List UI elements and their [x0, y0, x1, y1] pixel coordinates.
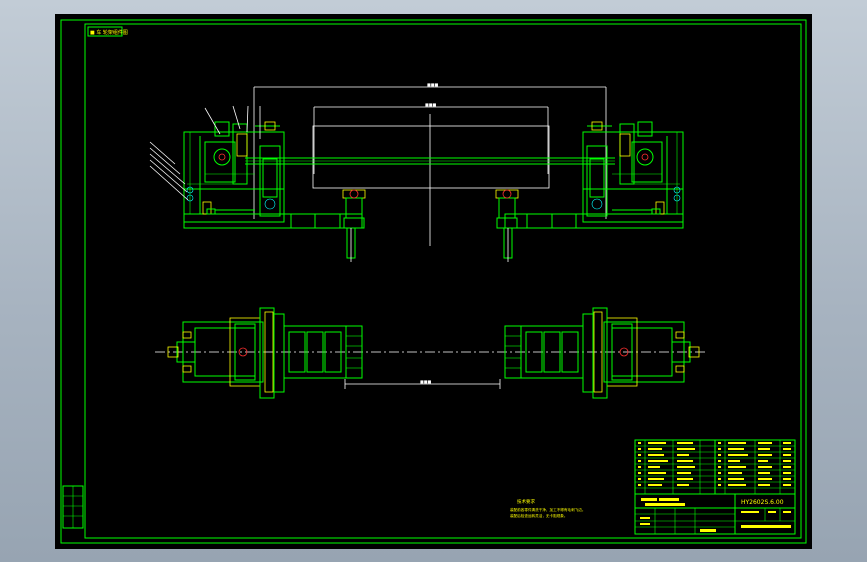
left-wheel-frame [149, 105, 363, 229]
view-tag-box [87, 26, 123, 37]
drawing-canvas: ■ 车 轮架组件图 ■■■ [60, 19, 807, 544]
svg-text:■■■: ■■■ [425, 102, 437, 107]
revision-strip [62, 485, 84, 529]
parts-list [634, 439, 796, 495]
outer-border [60, 19, 807, 544]
tech-req-title: 技术要求 [517, 498, 535, 505]
left-assembly-plan [167, 307, 363, 399]
drawing-number: HY2602S.6.00 [741, 499, 784, 506]
front-view: ■■■ ■■■ [149, 82, 684, 262]
right-drive-unit [495, 189, 519, 262]
right-wheel-frame [504, 121, 684, 229]
view-tag: ■ 车 轮架组件图 [90, 29, 128, 36]
svg-text:■■■: ■■■ [427, 82, 439, 87]
technical-requirements: 技术要求 装配前各零件清洗干净，加工不得有毛刺飞边。 装配后检查运转灵活，无卡阻… [510, 498, 585, 518]
right-assembly-plan [504, 307, 700, 399]
left-drive-unit [342, 189, 366, 262]
drawing-sheet: ■ 车 轮架组件图 ■■■ [55, 14, 812, 549]
svg-text:■■■: ■■■ [420, 379, 432, 384]
top-view: ■■■ [155, 307, 705, 399]
title-block: HY2602S.6.00 [634, 493, 796, 535]
tech-req-line-2: 装配后检查运转灵活，无卡阻现象。 [510, 513, 568, 518]
inner-frame [84, 23, 802, 539]
dimension-lines: ■■■ ■■■ [253, 82, 607, 246]
tech-req-line-1: 装配前各零件清洗干净，加工不得有毛刺飞边。 [510, 507, 585, 512]
